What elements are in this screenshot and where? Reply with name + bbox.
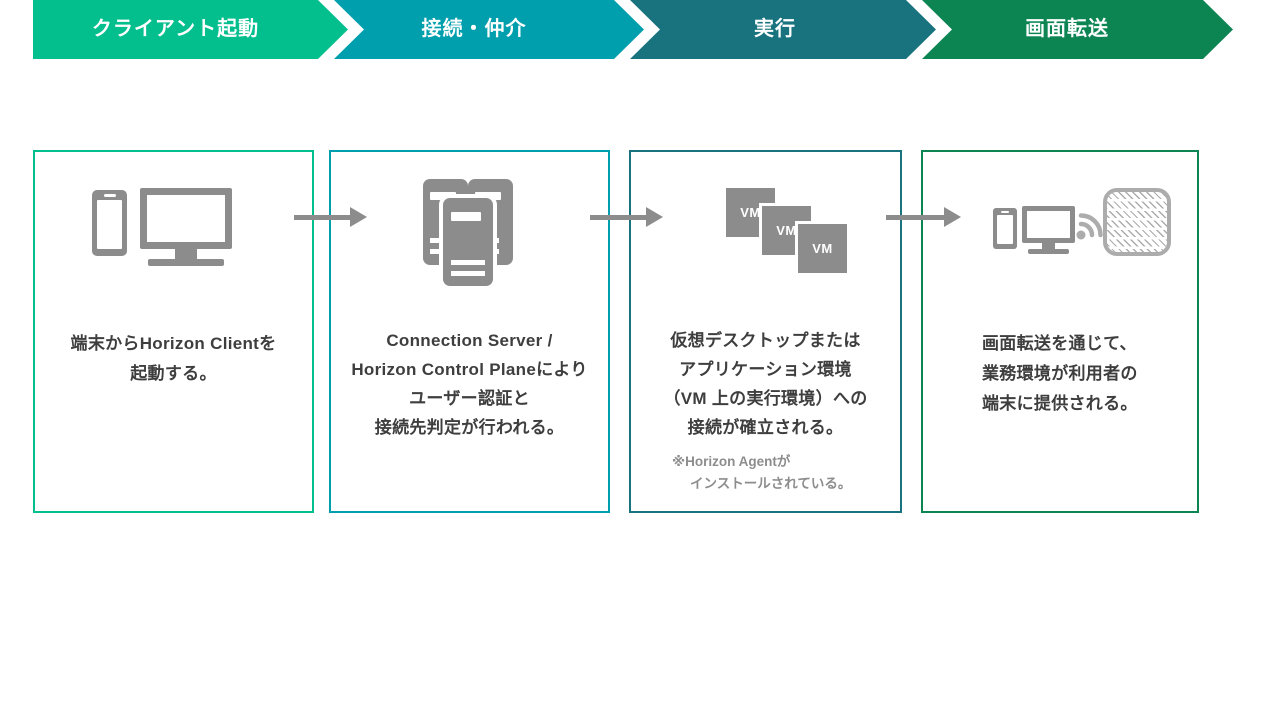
monitor-base <box>1028 249 1069 254</box>
monitor-stand <box>1042 243 1055 249</box>
flow-arrow-2 <box>590 207 663 227</box>
flow-arrow-1 <box>294 207 367 227</box>
step-description: 仮想デスクトップまたは アプリケーション環境 （VM 上の実行環境）への 接続が… <box>631 326 900 442</box>
banner-shape-screen-transfer <box>922 0 1233 59</box>
signal-waves-icon <box>1076 213 1103 240</box>
server-slot <box>451 260 485 265</box>
text-line: ユーザー認証と <box>409 389 530 408</box>
smartphone-icon <box>92 190 127 256</box>
phone-screen <box>997 215 1013 244</box>
smartphone-icon <box>993 208 1017 249</box>
step-box-client-launch: 端末からHorizon Clientを 起動する。 <box>33 150 314 513</box>
text-line: 端末からHorizon Clientを <box>70 334 277 353</box>
text-line: 業務環境が利用者の <box>982 364 1138 383</box>
text-line: Connection Server / <box>386 331 553 350</box>
vm-label: VM <box>740 205 761 220</box>
text-line: 仮想デスクトップまたは <box>670 331 861 350</box>
vm-label: VM <box>776 223 797 238</box>
phone-speaker <box>103 194 116 197</box>
text-line: 画面転送を通じて、 <box>982 334 1137 353</box>
text-line: （VM 上の実行環境）への <box>663 389 868 408</box>
monitor-base <box>148 259 224 266</box>
text-line: 接続先判定が行われる。 <box>374 418 565 437</box>
phone-speaker <box>1001 211 1009 213</box>
text-line: アプリケーション環境 <box>679 360 852 379</box>
step-description: 端末からHorizon Clientを 起動する。 <box>35 329 312 389</box>
server-slot <box>430 238 454 243</box>
step-footnote: ※Horizon Agentが インストールされている。 <box>672 451 894 495</box>
monitor-icon <box>1022 206 1075 243</box>
banner-label-screen-transfer: 画面転送 <box>1025 18 1109 40</box>
step-box-execute: VM VM VM 仮想デスクトップまたは アプリケーション環境 （VM 上の実行… <box>629 150 902 513</box>
banner-label-execute: 実行 <box>754 18 796 40</box>
banner-label-client-launch: クライアント起動 <box>91 18 260 40</box>
server-slot <box>475 192 501 200</box>
text-line: Horizon Control Planeにより <box>351 360 588 379</box>
text-line: 端末に提供される。 <box>982 394 1138 413</box>
step-box-screen-transfer: 画面転送を通じて、 業務環境が利用者の 端末に提供される。 <box>921 150 1199 513</box>
vm-icon: VM <box>798 224 847 273</box>
flow-arrow-3 <box>886 207 961 227</box>
phone-screen <box>97 200 122 249</box>
step-box-connect-broker: Connection Server / Horizon Control Plan… <box>329 150 610 513</box>
monitor-stand <box>175 249 197 259</box>
banner-shape-execute <box>630 0 936 59</box>
footnote-line: インストールされている。 <box>690 476 852 491</box>
banner-chevrons <box>33 0 1233 59</box>
server-icon <box>443 198 493 286</box>
banner-label-connect-broker: 接続・仲介 <box>421 18 527 40</box>
step-description: Connection Server / Horizon Control Plan… <box>331 326 608 442</box>
server-slot <box>451 271 485 276</box>
step-description: 画面転送を通じて、 業務環境が利用者の 端末に提供される。 <box>923 329 1197 419</box>
text-line: 接続が確立される。 <box>687 418 844 437</box>
banner-shape-connect-broker <box>334 0 644 59</box>
monitor-icon <box>140 188 232 249</box>
banner-shape-client-launch <box>33 0 348 59</box>
server-slot <box>451 212 481 221</box>
footnote-line: ※Horizon Agentが <box>672 454 791 469</box>
text-line: 起動する。 <box>130 364 217 383</box>
server-slot <box>430 192 456 200</box>
streamed-screen-icon <box>1103 188 1171 256</box>
server-slot <box>430 249 454 254</box>
vm-label: VM <box>812 241 833 256</box>
